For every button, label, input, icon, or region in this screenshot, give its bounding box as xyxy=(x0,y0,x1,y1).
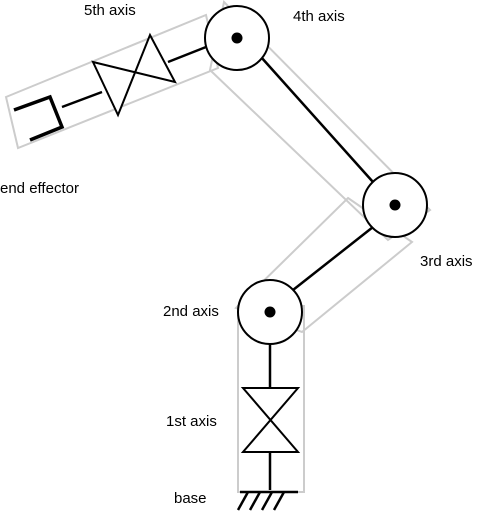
arm-links xyxy=(61,45,374,490)
third-axis-label: 3rd axis xyxy=(420,253,473,270)
link-3rd-to-2nd xyxy=(292,226,374,291)
fifth-axis-label: 5th axis xyxy=(84,2,136,19)
end-effector-label: end effector xyxy=(0,180,79,197)
gripper-icon xyxy=(13,94,65,142)
link-outline-end-effector-to-4th xyxy=(4,13,220,150)
fourth-axis-label: 4th axis xyxy=(293,8,345,25)
link-gripper-to-5th xyxy=(61,90,103,109)
third-axis-joint-icon xyxy=(362,172,428,238)
link-outlines xyxy=(4,0,432,493)
fifth-axis-joint-icon xyxy=(91,32,177,118)
first-axis-label: 1st axis xyxy=(166,413,217,430)
ground-icon xyxy=(236,490,298,511)
fourth-axis-joint-icon xyxy=(204,5,270,71)
link-4th-to-3rd xyxy=(260,56,374,183)
second-axis-joint-icon xyxy=(237,279,303,345)
base-label: base xyxy=(174,490,207,507)
first-axis-joint-icon xyxy=(240,387,301,453)
second-axis-label: 2nd axis xyxy=(163,303,219,320)
link-5th-to-4th xyxy=(167,45,207,64)
